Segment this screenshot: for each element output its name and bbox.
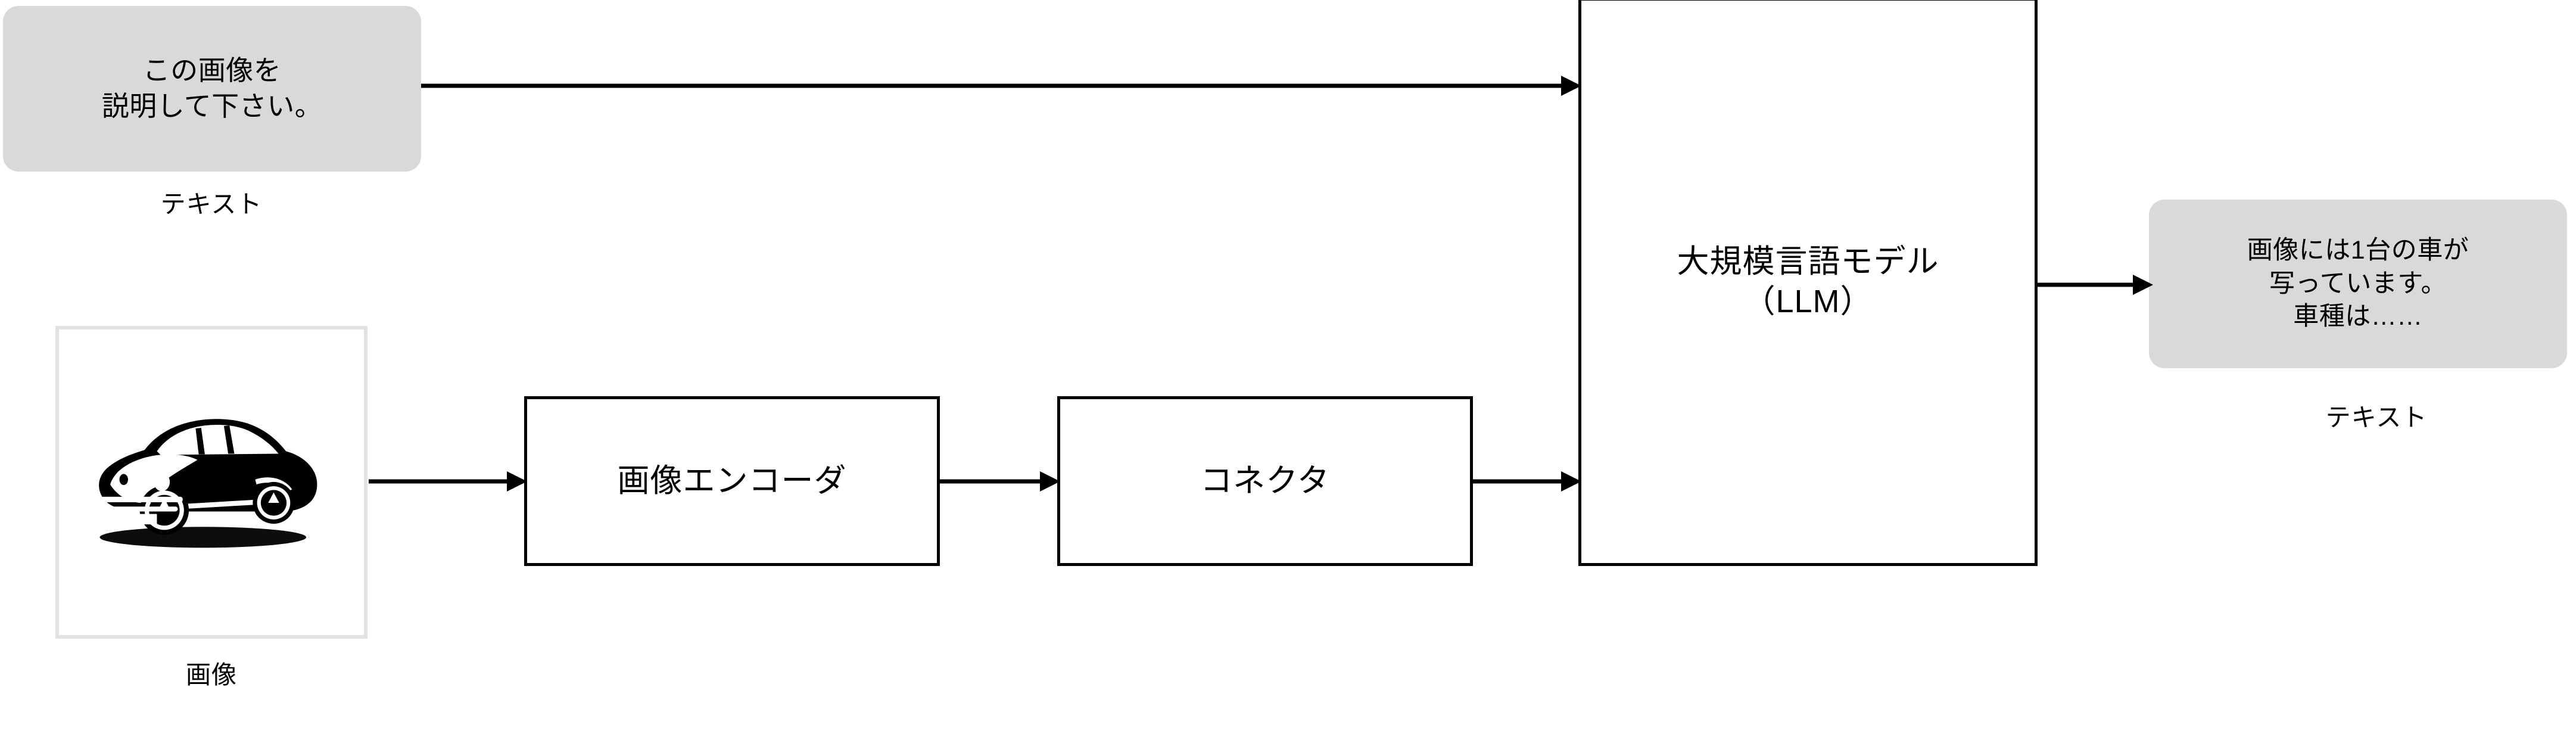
- output-text-bubble: 画像には1台の車が 写っています。 車種は……: [2149, 200, 2567, 368]
- arrow-head: [2133, 275, 2153, 295]
- car-silhouette-icon: [71, 406, 351, 559]
- connector-box: コネクタ: [1057, 396, 1473, 566]
- arrow-shaft: [2038, 282, 2133, 287]
- arrow-text-to-llm: [421, 76, 1581, 96]
- arrow-shaft: [421, 83, 1561, 88]
- arrow-connector-to-llm: [1473, 471, 1581, 492]
- arrow-head: [1561, 471, 1581, 492]
- input-image-frame: [55, 326, 367, 639]
- arrow-shaft: [940, 479, 1040, 484]
- arrow-shaft: [1473, 479, 1561, 484]
- arrow-encoder-to-connector: [940, 471, 1060, 492]
- input-image-caption: 画像: [185, 661, 237, 689]
- arrow-llm-to-output: [2038, 275, 2153, 295]
- input-text-caption: テキスト: [160, 190, 263, 218]
- image-encoder-box: 画像エンコーダ: [524, 396, 940, 566]
- arrow-head: [507, 471, 527, 492]
- arrow-head: [1561, 76, 1581, 96]
- arrow-shaft: [369, 479, 507, 484]
- llm-box: 大規模言語モデル （LLM）: [1578, 0, 2038, 566]
- output-text-caption: テキスト: [2325, 403, 2428, 431]
- input-text-bubble: この画像を 説明して下さい。: [3, 6, 421, 172]
- arrow-image-to-encoder: [369, 471, 527, 492]
- arrow-head: [1040, 471, 1060, 492]
